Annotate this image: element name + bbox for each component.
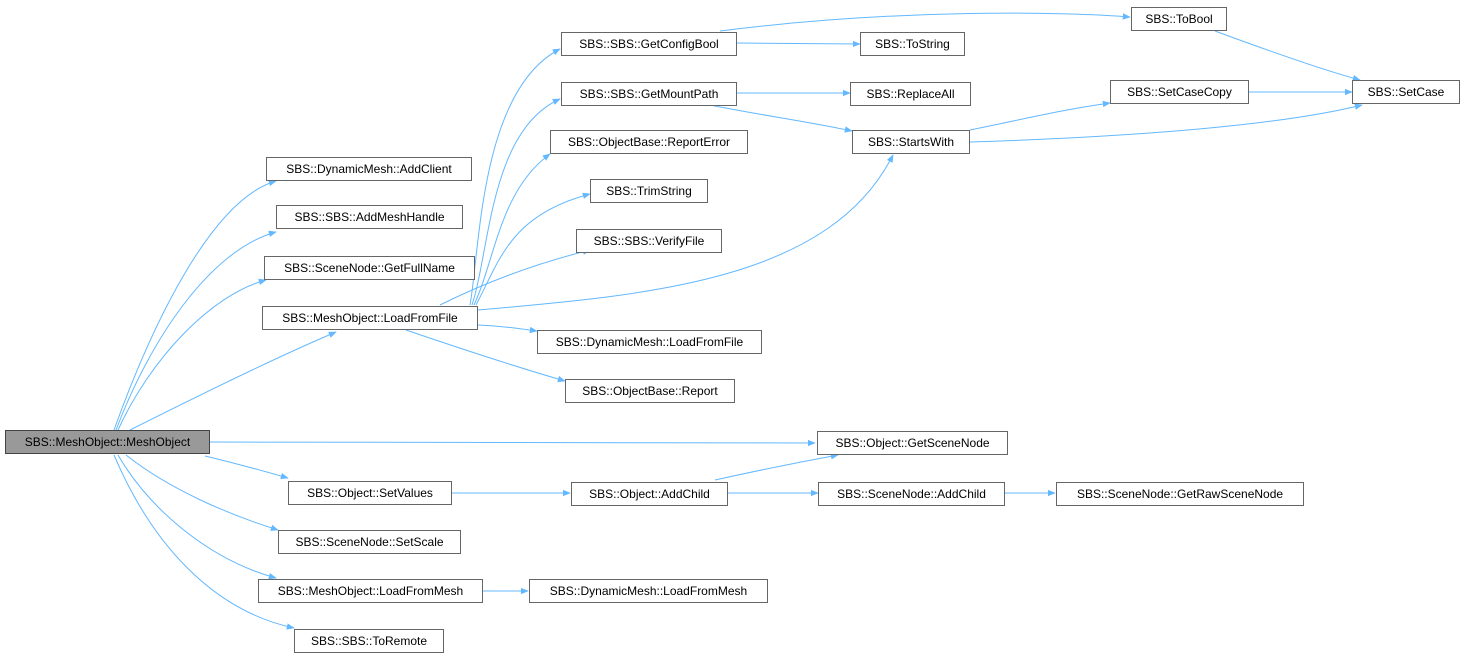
node-sbs-tobool[interactable]: SBS::ToBool — [1131, 7, 1227, 31]
node-dynamicmesh-loadfrommesh[interactable]: SBS::DynamicMesh::LoadFromMesh — [529, 579, 768, 603]
node-sbs-setcasecopy[interactable]: SBS::SetCaseCopy — [1110, 80, 1249, 104]
edge-startswith-setcasecopy — [969, 100, 1111, 131]
node-sbs-getmountpath[interactable]: SBS::SBS::GetMountPath — [561, 82, 737, 106]
edge-getmountpath-startswith — [709, 104, 853, 133]
node-sbs-addmeshhandle[interactable]: SBS::SBS::AddMeshHandle — [276, 205, 463, 229]
edge-loadfromfile-dynloadfromfile — [477, 324, 538, 334]
node-sbs-startswith[interactable]: SBS::StartsWith — [852, 130, 970, 154]
node-dynamicmesh-addclient[interactable]: SBS::DynamicMesh::AddClient — [266, 157, 472, 181]
edge-getconfigbool-tobool — [719, 12, 1131, 32]
node-dynamicmesh-loadfromfile[interactable]: SBS::DynamicMesh::LoadFromFile — [537, 330, 762, 354]
edge-loadfromfile-verifyfile — [439, 248, 591, 306]
edge-loadfromfile-startswith — [477, 154, 894, 311]
node-object-getscenenode[interactable]: SBS::Object::GetSceneNode — [817, 431, 1008, 455]
edge-tobool-setcase — [1214, 30, 1361, 82]
node-sbs-tostring[interactable]: SBS::ToString — [860, 32, 965, 56]
node-scenenode-setscale[interactable]: SBS::SceneNode::SetScale — [278, 530, 461, 554]
edge-loadfromfile-getmountpath — [471, 98, 561, 306]
node-sbs-setcase[interactable]: SBS::SetCase — [1352, 80, 1460, 104]
node-scenenode-getrawscenenode[interactable]: SBS::SceneNode::GetRawSceneNode — [1056, 482, 1304, 506]
edge-startswith-setcase — [969, 103, 1363, 143]
edge-meshobject-loadfrommesh — [117, 454, 277, 580]
edge-objectaddchild-getscenenode — [714, 453, 839, 481]
node-meshobject-loadfrommesh[interactable]: SBS::MeshObject::LoadFromMesh — [258, 579, 483, 603]
node-scenenode-getfullname[interactable]: SBS::SceneNode::GetFullName — [264, 256, 475, 280]
edge-loadfromfile-trimstring — [475, 192, 591, 306]
edge-loadfromfile-reporterror — [473, 153, 551, 306]
node-object-addchild[interactable]: SBS::Object::AddChild — [571, 482, 728, 506]
edge-meshobject-setscale — [125, 454, 279, 531]
node-sbs-replaceall[interactable]: SBS::ReplaceAll — [850, 82, 971, 106]
edge-meshobject-setvalues — [204, 455, 289, 480]
node-meshobject-loadfromfile[interactable]: SBS::MeshObject::LoadFromFile — [262, 306, 478, 330]
edge-meshobject-addmeshhandle — [115, 230, 277, 431]
edge-meshobject-toremote — [113, 454, 295, 630]
node-objectbase-report[interactable]: SBS::ObjectBase::Report — [565, 379, 735, 403]
edge-loadfromfile-report — [405, 329, 566, 383]
edge-meshobject-getfullname — [117, 278, 267, 431]
edge-meshobject-loadfromfile — [129, 331, 337, 431]
edge-getconfigbool-tostring — [736, 40, 861, 48]
node-scenenode-addchild[interactable]: SBS::SceneNode::AddChild — [818, 482, 1005, 506]
node-meshobject-meshobject[interactable]: SBS::MeshObject::MeshObject — [5, 430, 210, 454]
node-objectbase-reporterror[interactable]: SBS::ObjectBase::ReportError — [550, 130, 748, 154]
edge-loadfromfile-getconfigbool — [469, 48, 561, 306]
edge-meshobject-getscenenode — [209, 439, 816, 447]
edge-meshobject-addclient — [113, 179, 277, 431]
node-sbs-getconfigbool[interactable]: SBS::SBS::GetConfigBool — [561, 32, 737, 56]
node-object-setvalues[interactable]: SBS::Object::SetValues — [288, 481, 452, 505]
node-sbs-toremote[interactable]: SBS::SBS::ToRemote — [294, 629, 444, 653]
node-sbs-verifyfile[interactable]: SBS::SBS::VerifyFile — [576, 229, 722, 253]
node-sbs-trimstring[interactable]: SBS::TrimString — [590, 179, 708, 203]
